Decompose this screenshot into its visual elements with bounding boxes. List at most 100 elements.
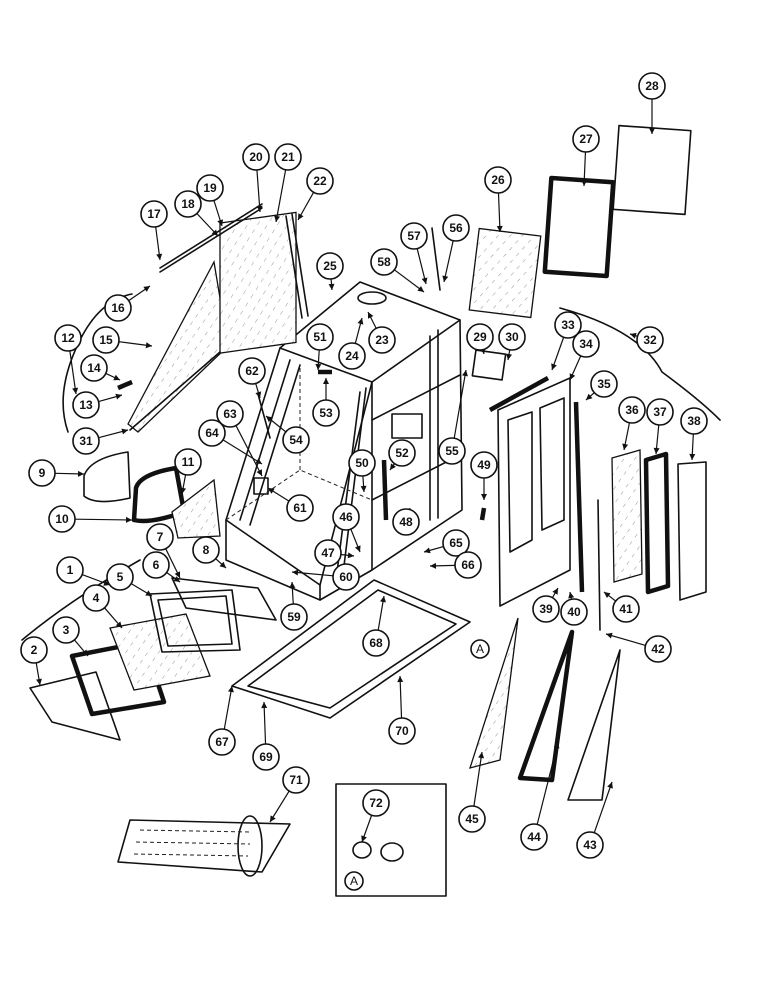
callout-64: 64 xyxy=(198,419,263,465)
leader-arrowhead xyxy=(81,649,88,656)
callout-19: 19 xyxy=(196,174,224,227)
leader-line xyxy=(222,439,263,465)
leader-arrowhead xyxy=(622,443,629,450)
callout-label: 8 xyxy=(203,543,210,557)
detail-ref-circle xyxy=(344,871,364,891)
leader-arrowhead xyxy=(607,782,613,789)
leader-arrowhead xyxy=(390,463,396,470)
callout-label: 5 xyxy=(117,570,124,584)
callout-35: 35 xyxy=(585,370,618,401)
callout-circle xyxy=(560,598,588,626)
callout-label: 54 xyxy=(289,433,303,447)
callout-50: 50 xyxy=(348,449,376,493)
leader-arrowhead xyxy=(115,621,122,628)
callout-16: 16 xyxy=(104,285,151,322)
callout-label: 70 xyxy=(395,724,409,738)
floor-mat xyxy=(117,815,291,877)
leader-arrowhead xyxy=(380,596,386,603)
callout-28: 28 xyxy=(638,72,666,134)
callout-20: 20 xyxy=(242,143,270,213)
callout-circle xyxy=(56,556,84,584)
cable-32 xyxy=(559,307,721,421)
callout-13: 13 xyxy=(72,391,123,419)
leader-arrowhead xyxy=(121,428,128,435)
frame-5 xyxy=(149,589,241,653)
callout-circle xyxy=(198,419,226,447)
callout-label: 46 xyxy=(339,510,353,524)
callout-circle xyxy=(142,551,170,579)
callout-8: 8 xyxy=(192,536,227,569)
leader-line xyxy=(399,675,403,719)
callout-33: 33 xyxy=(551,311,582,371)
leader-arrowhead xyxy=(552,588,558,595)
leader-arrowhead xyxy=(361,835,367,842)
callout-label: 65 xyxy=(449,536,463,550)
callout-label: 24 xyxy=(345,349,359,363)
callout-label: 68 xyxy=(369,636,383,650)
callout-label: 57 xyxy=(407,229,421,243)
callout-circle xyxy=(338,342,366,370)
callout-circle xyxy=(470,451,498,479)
leader-line xyxy=(269,790,290,823)
clip-14 xyxy=(117,379,133,391)
callout-27: 27 xyxy=(572,125,600,187)
callout-circle xyxy=(388,439,416,467)
seal-44 xyxy=(517,629,575,783)
callout-label: 69 xyxy=(259,750,273,764)
callout-62: 62 xyxy=(238,357,266,399)
glass-45 xyxy=(469,617,519,769)
callout-24: 24 xyxy=(338,317,366,370)
callout-1: 1 xyxy=(56,556,111,586)
callout-72: 72 xyxy=(361,789,390,843)
leader-arrowhead xyxy=(145,590,152,596)
callout-label: 7 xyxy=(157,530,164,544)
callout-label: 50 xyxy=(355,456,369,470)
callout-circle xyxy=(348,449,376,477)
leader-arrowhead xyxy=(36,678,42,685)
leader-arrowhead xyxy=(77,470,84,477)
callout-42: 42 xyxy=(605,632,672,663)
detail-ref-2: A xyxy=(344,871,364,891)
callout-circle xyxy=(590,370,618,398)
callout-34: 34 xyxy=(569,330,600,381)
callout-9: 9 xyxy=(28,459,85,487)
leader-arrowhead xyxy=(630,332,637,339)
callout-71: 71 xyxy=(269,766,310,823)
callout-circle xyxy=(498,323,526,351)
callout-circle xyxy=(400,222,428,250)
callout-label: 72 xyxy=(369,796,383,810)
leader-arrowhead xyxy=(174,571,181,578)
frame-5-inner xyxy=(157,595,233,647)
leader-arrowhead xyxy=(217,219,224,226)
callout-circle xyxy=(196,174,224,202)
callout-circle xyxy=(438,437,466,465)
callout-label: 43 xyxy=(583,838,597,852)
callout-label: 64 xyxy=(205,426,219,440)
leader-arrowhead xyxy=(442,275,449,282)
strut-56 xyxy=(431,227,441,291)
callout-label: 38 xyxy=(687,414,701,428)
leader-arrowhead xyxy=(298,213,304,220)
left-upper-glass xyxy=(127,260,229,433)
callout-circle xyxy=(80,354,108,382)
callout-label: 62 xyxy=(245,364,259,378)
leader-arrowhead xyxy=(211,229,218,236)
callout-label: 14 xyxy=(87,361,101,375)
callout-circle xyxy=(636,326,664,354)
callout-circle xyxy=(532,595,560,623)
callout-label: 55 xyxy=(445,444,459,458)
callout-47: 47 xyxy=(314,539,355,567)
glass-26 xyxy=(468,227,542,319)
callout-label: 63 xyxy=(223,407,237,421)
callout-circle xyxy=(646,398,674,426)
leader-line xyxy=(394,269,425,293)
callout-32: 32 xyxy=(629,326,664,354)
callout-label: 6 xyxy=(153,558,160,572)
leader-arrowhead xyxy=(368,312,374,319)
callout-label: 39 xyxy=(539,602,553,616)
fitting-72b xyxy=(380,842,404,862)
callout-21: 21 xyxy=(274,143,302,223)
strip-62 xyxy=(257,393,271,439)
callout-circle xyxy=(72,391,100,419)
